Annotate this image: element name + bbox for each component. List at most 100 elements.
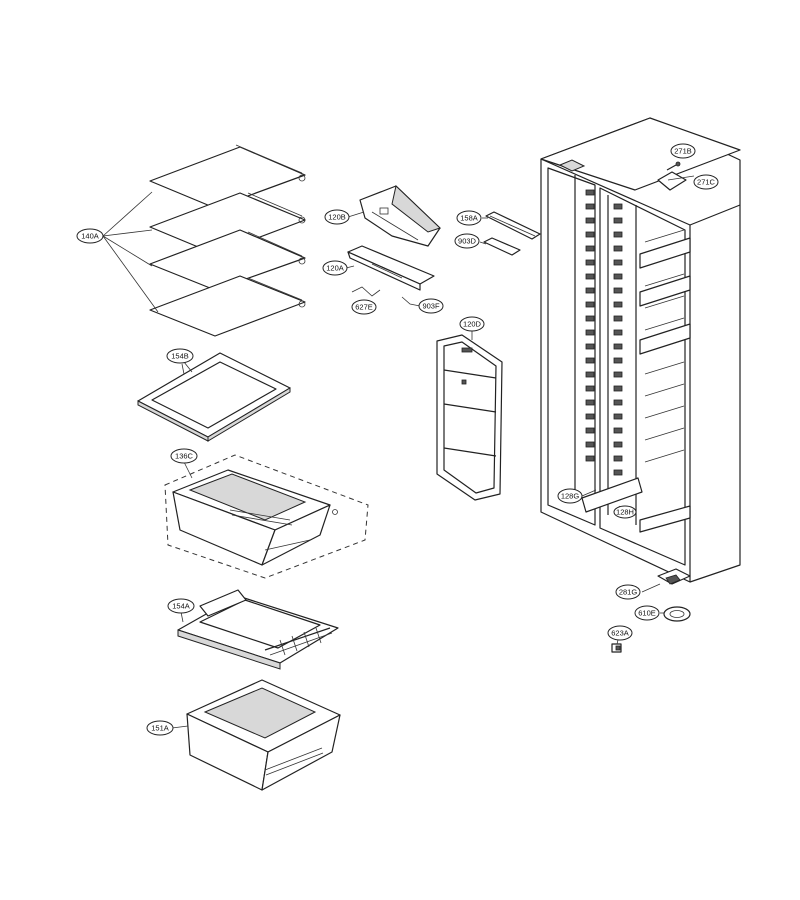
shelf-slot — [585, 287, 595, 294]
callout-140A: 140A — [76, 228, 104, 244]
shelf-slot — [613, 385, 623, 392]
shelf-slot — [585, 329, 595, 336]
shelf-slot — [613, 259, 623, 266]
callout-627E: 627E — [351, 299, 377, 315]
shelf-rail — [644, 317, 685, 331]
shelf-slot — [585, 385, 595, 392]
shelf-slot — [613, 231, 623, 238]
screw-271B — [666, 161, 681, 171]
callout-leaders — [171, 175, 695, 729]
shelf-slot — [585, 455, 595, 462]
shelf-slot — [613, 399, 623, 406]
svg-text:154B: 154B — [171, 352, 189, 361]
callout-903D: 903D — [454, 233, 480, 249]
door-panel-120D — [436, 334, 503, 501]
shelf-slot — [613, 441, 623, 448]
shelf-rail — [644, 229, 685, 243]
shelf-frame-154B — [137, 352, 291, 442]
crisper-cover-154A — [177, 589, 339, 670]
callout-151A: 151A — [146, 720, 174, 736]
washer-610E — [663, 606, 691, 622]
pad-903D — [483, 237, 521, 256]
callout-136C: 136C — [170, 448, 198, 464]
svg-text:151A: 151A — [151, 724, 169, 733]
shelf-slot — [585, 343, 595, 350]
shelf-slot — [585, 399, 595, 406]
spring-627E — [351, 286, 381, 297]
shelf-slot — [585, 441, 595, 448]
callout-610E: 610E — [634, 605, 660, 621]
callout-120B: 120B — [324, 209, 350, 225]
shelf-slot — [613, 217, 623, 224]
svg-text:120D: 120D — [463, 320, 482, 329]
hinge-281G — [657, 568, 691, 585]
callout-120D: 120D — [459, 316, 485, 332]
svg-text:271B: 271B — [674, 147, 692, 156]
shelf-slot — [585, 413, 595, 420]
shelf-slot — [585, 371, 595, 378]
vegetable-drawer-151A — [186, 679, 341, 791]
shelf-slot — [613, 301, 623, 308]
svg-text:158A: 158A — [460, 214, 478, 223]
glass-shelf-3 — [149, 229, 306, 291]
shelf-slot — [585, 203, 595, 210]
shelf-slot — [613, 469, 623, 476]
glass-shelf-1 — [149, 144, 306, 209]
svg-text:140A: 140A — [81, 232, 99, 241]
shelf-slot — [585, 357, 595, 364]
callout-128G: 128G — [557, 488, 583, 504]
shelf-rail — [644, 427, 685, 441]
shelf-slot — [585, 231, 595, 238]
tray-120A — [347, 245, 435, 291]
svg-text:610E: 610E — [638, 609, 656, 618]
svg-text:136C: 136C — [175, 452, 194, 461]
svg-text:128H: 128H — [616, 508, 634, 517]
shelf-slot — [613, 343, 623, 350]
ice-bin-120B — [359, 185, 441, 247]
shelf-slot — [585, 217, 595, 224]
svg-text:903F: 903F — [422, 302, 440, 311]
callout-120A: 120A — [322, 260, 348, 276]
shelf-rail — [644, 383, 685, 397]
shelf-slot — [613, 245, 623, 252]
shelf-rail — [644, 295, 685, 309]
shelf-support-slots — [585, 189, 685, 476]
svg-text:120A: 120A — [326, 264, 344, 273]
shelf-slot — [613, 287, 623, 294]
svg-text:903D: 903D — [458, 237, 477, 246]
crisper-drawer-136C — [164, 454, 369, 579]
shelf-slot — [585, 427, 595, 434]
shelf-slot — [613, 427, 623, 434]
shelf-rail — [644, 361, 685, 375]
shelf-slot — [585, 245, 595, 252]
callout-154A: 154A — [167, 598, 195, 614]
shelf-slot — [585, 259, 595, 266]
clip-623A — [611, 643, 622, 653]
callout-154B: 154B — [166, 348, 194, 364]
shelf-slot — [585, 273, 595, 280]
svg-text:120B: 120B — [328, 213, 346, 222]
shelf-slot — [585, 189, 595, 196]
leader-lines-140A — [102, 191, 159, 313]
shelf-slot — [613, 315, 623, 322]
shelf-slot — [613, 273, 623, 280]
glass-shelf-4 — [149, 275, 306, 337]
shelf-slot — [613, 203, 623, 210]
svg-text:271C: 271C — [697, 178, 716, 187]
shelf-slot — [613, 329, 623, 336]
shelf-slot — [613, 371, 623, 378]
callout-281G: 281G — [615, 584, 641, 600]
shelf-rail — [644, 405, 685, 419]
callout-271C: 271C — [693, 174, 719, 190]
callout-623A: 623A — [607, 625, 633, 641]
svg-text:128G: 128G — [561, 492, 580, 501]
shelf-rail — [644, 273, 685, 287]
glass-shelf-2 — [149, 192, 306, 255]
shelf-slot — [613, 455, 623, 462]
svg-text:281G: 281G — [619, 588, 638, 597]
wire-903F — [401, 296, 421, 307]
callout-271B: 271B — [670, 143, 696, 159]
shelf-slot — [585, 315, 595, 322]
svg-text:154A: 154A — [172, 602, 190, 611]
